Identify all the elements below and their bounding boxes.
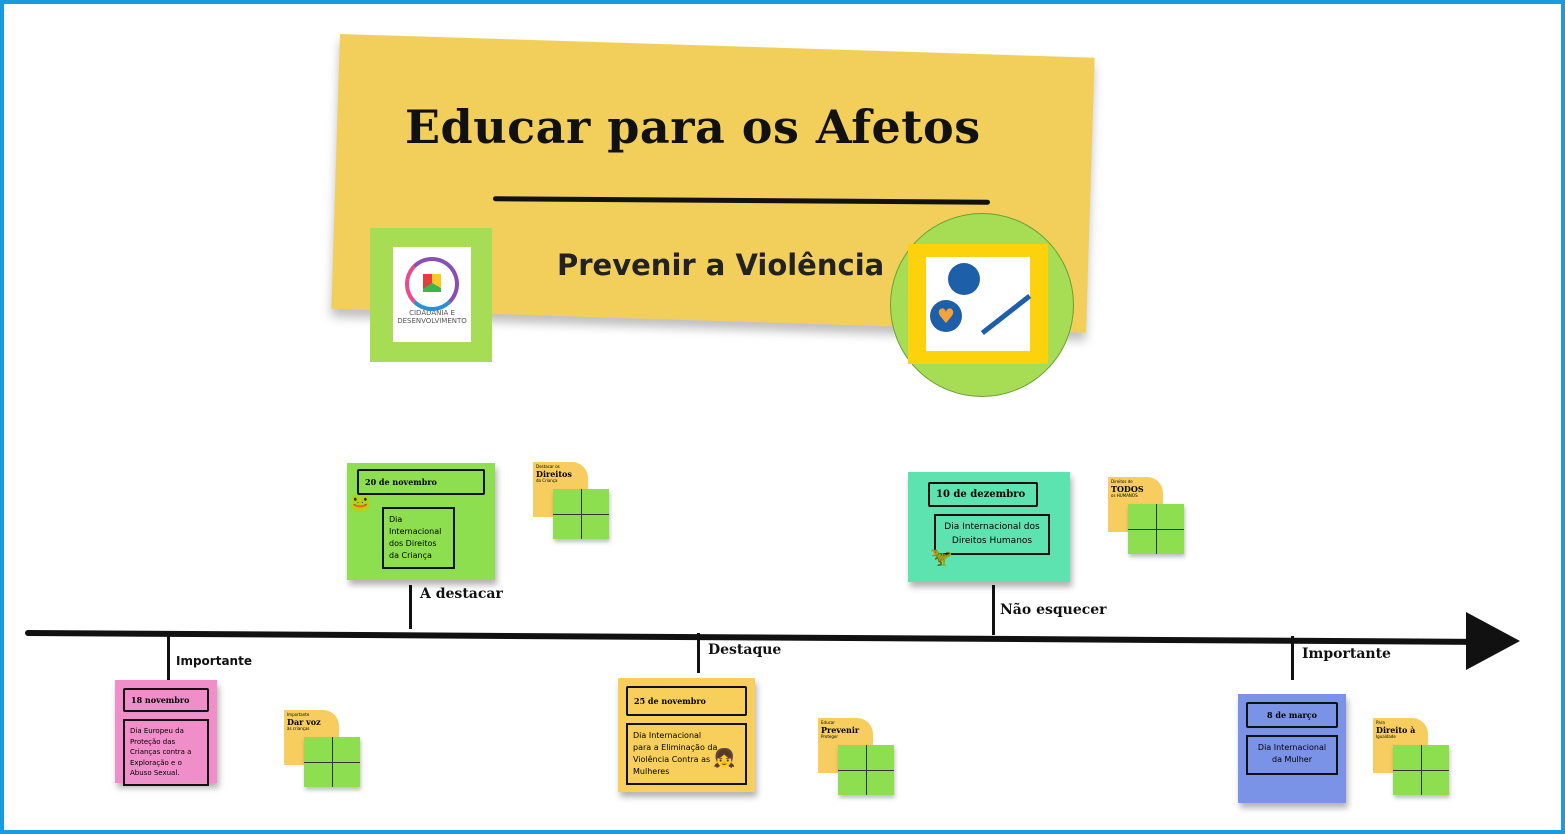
card-bottom: da Criança xyxy=(536,478,558,484)
tick xyxy=(992,585,995,635)
event-note[interactable]: 20 de novembro Dia Internacional dos Dir… xyxy=(347,463,495,580)
arrow-head-icon xyxy=(1466,612,1520,670)
globe-icon xyxy=(948,263,980,295)
cube-icon xyxy=(423,274,441,292)
tick xyxy=(697,633,700,673)
pen-icon xyxy=(980,294,1032,335)
timeline-label: Destaque xyxy=(708,642,782,658)
card-main: Prevenir xyxy=(821,724,860,735)
event-text: Dia Internacional para a Eliminação da V… xyxy=(626,723,747,785)
card-bottom: os HUMANOS xyxy=(1111,493,1138,499)
tick xyxy=(167,634,170,680)
event-date: 18 novembro xyxy=(123,688,209,712)
event-text: Dia Internacional dos Direitos da Crianç… xyxy=(382,507,455,569)
event-date: 20 de novembro xyxy=(357,469,485,495)
page-title: Educar para os Afetos xyxy=(405,100,981,154)
page-subtitle: Prevenir a Violência xyxy=(557,248,885,282)
grid-card xyxy=(1393,745,1449,795)
timeline-label: Não esquecer xyxy=(1000,602,1107,618)
event-date: 8 de março xyxy=(1246,702,1338,728)
card-top: Educar xyxy=(821,720,835,725)
cidadania-logo: CIDADANIA E DESENVOLVIMENTO xyxy=(370,228,492,362)
card-main: Direito à xyxy=(1376,724,1416,735)
event-note[interactable]: 10 de dezembro Dia Internacional dos Dir… xyxy=(908,472,1070,582)
card-bottom: Proteger xyxy=(821,734,839,740)
grid-card xyxy=(838,745,894,795)
card-bottom: Igualdade xyxy=(1376,734,1396,740)
event-text: Dia Internacional da Mulher xyxy=(1246,735,1338,775)
dinosaur-icon: 🦖 xyxy=(930,547,953,568)
event-date: 25 de novembro xyxy=(626,686,747,716)
timeline-label: A destacar xyxy=(420,586,503,602)
event-date: 10 de dezembro xyxy=(928,482,1038,507)
card-top: Destacar os xyxy=(536,464,560,469)
logo-text: CIDADANIA E DESENVOLVIMENTO xyxy=(397,309,467,325)
card-main: Dar voz xyxy=(287,716,321,727)
event-note[interactable]: 8 de março Dia Internacional da Mulher xyxy=(1238,694,1346,803)
event-note[interactable]: 18 novembro Dia Europeu da Proteção das … xyxy=(115,680,217,786)
event-text: Dia Internacional dos Direitos Humanos xyxy=(934,514,1050,555)
grid-card xyxy=(304,737,360,787)
card-top: Direitos de xyxy=(1111,479,1133,484)
afetos-logo: ♥ xyxy=(890,213,1074,397)
timeline-label: Importante xyxy=(1302,646,1391,662)
grid-card xyxy=(1128,504,1184,554)
tick xyxy=(1291,636,1294,680)
girl-icon: 👧 xyxy=(713,748,736,769)
card-main: TODOS xyxy=(1111,483,1144,494)
card-bottom: às crianças xyxy=(287,726,310,732)
grid-card xyxy=(553,489,609,539)
event-note[interactable]: 25 de novembro Dia Internacional para a … xyxy=(618,678,755,792)
heart-icon: ♥ xyxy=(930,300,962,332)
card-main: Direitos xyxy=(536,468,572,479)
timeline-label: Importante xyxy=(176,654,252,668)
card-top: Para xyxy=(1376,720,1385,725)
mascot-icon: 🐸 xyxy=(349,493,372,514)
event-text: Dia Europeu da Proteção das Crianças con… xyxy=(123,719,209,786)
card-top: Importante xyxy=(287,712,310,717)
tick xyxy=(409,585,412,629)
